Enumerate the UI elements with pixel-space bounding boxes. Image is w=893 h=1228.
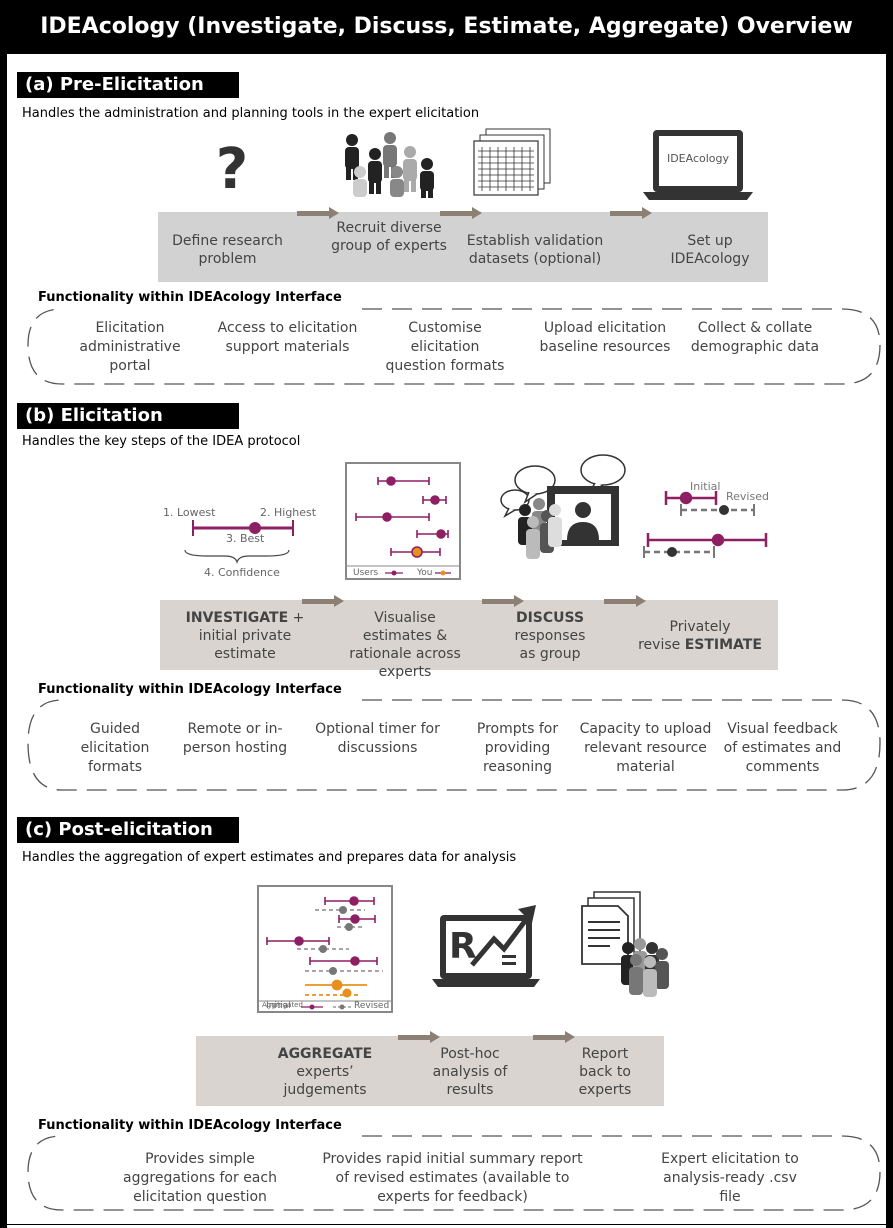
func-c-simple-aggregations: Provides simple aggregations for each el… bbox=[123, 1151, 277, 1205]
people-group-icon bbox=[345, 132, 434, 198]
step-aggregate-line2: experts’ bbox=[296, 1064, 354, 1080]
section-b-func-box bbox=[27, 699, 881, 791]
func-b-upload-resources: Capacity to upload relevant resource mat… bbox=[579, 721, 712, 775]
question-mark-icon: ? bbox=[215, 137, 249, 202]
step-investigate-line3: estimate bbox=[214, 646, 276, 662]
arrow-a3 bbox=[610, 207, 652, 219]
func-a-demographic-data: Collect & collate demographic data bbox=[690, 320, 820, 355]
func-a-baseline-resources: Upload elicitation baseline resources bbox=[539, 320, 671, 355]
r-analysis-laptop-icon bbox=[432, 905, 540, 987]
step-revise-line2: revise bbox=[638, 637, 685, 653]
step-revise-estimate: Privately revise ESTIMATE bbox=[625, 618, 775, 654]
section-b-description: Handles the key steps of the IDEA protoc… bbox=[22, 434, 301, 449]
step-revise-line1: Privately bbox=[669, 619, 731, 635]
laptop-label: IDEAcology bbox=[666, 152, 730, 165]
step-report-back: Report back to experts bbox=[578, 1046, 632, 1098]
label-revised: Revised bbox=[726, 490, 769, 503]
func-a-admin-portal: Elicitation administrative portal bbox=[79, 320, 181, 374]
section-a-description: Handles the administration and planning … bbox=[22, 106, 480, 121]
page-title: IDEAcology (Investigate, Discuss, Estima… bbox=[7, 0, 886, 54]
arrow-b1 bbox=[302, 595, 344, 607]
label-confidence: 4. Confidence bbox=[204, 566, 280, 579]
chart-c-legend-initial: Initial bbox=[266, 1001, 291, 1011]
step-investigate-plus: + bbox=[288, 610, 305, 626]
func-c-csv-export: Expert elicitation to analysis-ready .cs… bbox=[661, 1151, 799, 1205]
section-a-label: (a) Pre-Elicitation bbox=[17, 72, 239, 98]
r-logo-label: R bbox=[449, 926, 477, 967]
datasets-grid-icon bbox=[473, 128, 551, 196]
section-a-func-box bbox=[27, 308, 881, 385]
arrow-a2 bbox=[440, 207, 482, 219]
label-best: 3. Best bbox=[226, 532, 265, 545]
step-aggregate-bold: AGGREGATE bbox=[277, 1046, 373, 1062]
arrow-b2 bbox=[482, 595, 524, 607]
chart-b-legend-users: Users bbox=[353, 568, 379, 578]
section-a-func-title: Functionality within IDEAcology Interfac… bbox=[38, 290, 342, 305]
label-lowest: 1. Lowest bbox=[163, 506, 216, 519]
step-recruit-experts: Recruit diverse group of experts bbox=[331, 220, 447, 254]
step-aggregate-line3: judgements bbox=[283, 1082, 367, 1098]
step-visualise: Visualise estimates & rationale across e… bbox=[349, 610, 461, 680]
func-a-support-materials: Access to elicitation support materials bbox=[217, 320, 358, 355]
section-c-description: Handles the aggregation of expert estima… bbox=[22, 850, 517, 865]
laptop-icon bbox=[643, 130, 753, 200]
step-validation-datasets: Establish validation datasets (optional) bbox=[466, 233, 604, 267]
step-discuss-bold: DISCUSS bbox=[515, 610, 585, 626]
arrow-c2 bbox=[533, 1031, 575, 1043]
revise-estimates-icon bbox=[643, 491, 768, 558]
step-revise-bold: ESTIMATE bbox=[684, 637, 762, 653]
func-b-optional-timer: Optional timer for discussions bbox=[315, 721, 440, 756]
arrow-b3 bbox=[604, 595, 646, 607]
func-c-summary-report: Provides rapid initial summary report of… bbox=[322, 1151, 583, 1205]
aggregation-chart-icon bbox=[257, 885, 393, 1013]
step-aggregate: AGGREGATE experts’ judgements bbox=[265, 1045, 385, 1099]
chart-b-legend-you: You bbox=[417, 568, 433, 578]
report-experts-icon bbox=[581, 891, 669, 997]
func-b-visual-feedback: Visual feedback of estimates and comment… bbox=[723, 721, 842, 775]
func-a-question-formats: Customise elicitation question formats bbox=[385, 320, 505, 374]
section-c-func-title: Functionality within IDEAcology Interfac… bbox=[38, 1118, 342, 1133]
step-discuss-line2: responses bbox=[514, 628, 586, 644]
step-investigate-bold: INVESTIGATE bbox=[185, 610, 289, 626]
func-b-remote-hosting: Remote or in-person hosting bbox=[182, 721, 288, 756]
step-define-research: Define research problem bbox=[172, 233, 283, 267]
section-b-func-title: Functionality within IDEAcology Interfac… bbox=[38, 682, 342, 697]
right-border bbox=[886, 0, 893, 1228]
section-c-label: (c) Post-elicitation bbox=[17, 817, 239, 843]
section-c-func-box bbox=[27, 1135, 881, 1211]
step-investigate-line2: initial private bbox=[198, 628, 292, 644]
flow-band-c bbox=[196, 1036, 664, 1106]
func-b-guided-formats: Guided elicitation formats bbox=[80, 721, 150, 775]
chart-c-legend-aggregated: Aggregated bbox=[262, 1001, 303, 1009]
label-highest: 2. Highest bbox=[260, 506, 317, 519]
step-discuss: DISCUSS responses as group bbox=[495, 609, 605, 663]
step-discuss-line3: as group bbox=[519, 646, 581, 662]
estimate-interval-icon bbox=[184, 520, 294, 564]
section-b-label: (b) Elicitation bbox=[17, 403, 239, 429]
func-b-reasoning-prompts: Prompts for providing reasoning bbox=[476, 721, 559, 775]
video-discussion-icon bbox=[500, 454, 626, 559]
estimates-chart-icon bbox=[345, 462, 461, 580]
arrow-a1 bbox=[297, 207, 339, 219]
arrow-c1 bbox=[398, 1031, 440, 1043]
chart-c-legend-revised: Revised bbox=[354, 1001, 390, 1011]
step-post-hoc: Post-hoc analysis of results bbox=[432, 1046, 508, 1098]
step-setup-ideacology: Set up IDEAcology bbox=[670, 233, 750, 267]
label-initial: Initial bbox=[690, 480, 721, 493]
flow-band-b bbox=[160, 600, 778, 670]
flow-band-a bbox=[158, 212, 768, 282]
step-investigate: INVESTIGATE + initial private estimate bbox=[180, 609, 310, 663]
